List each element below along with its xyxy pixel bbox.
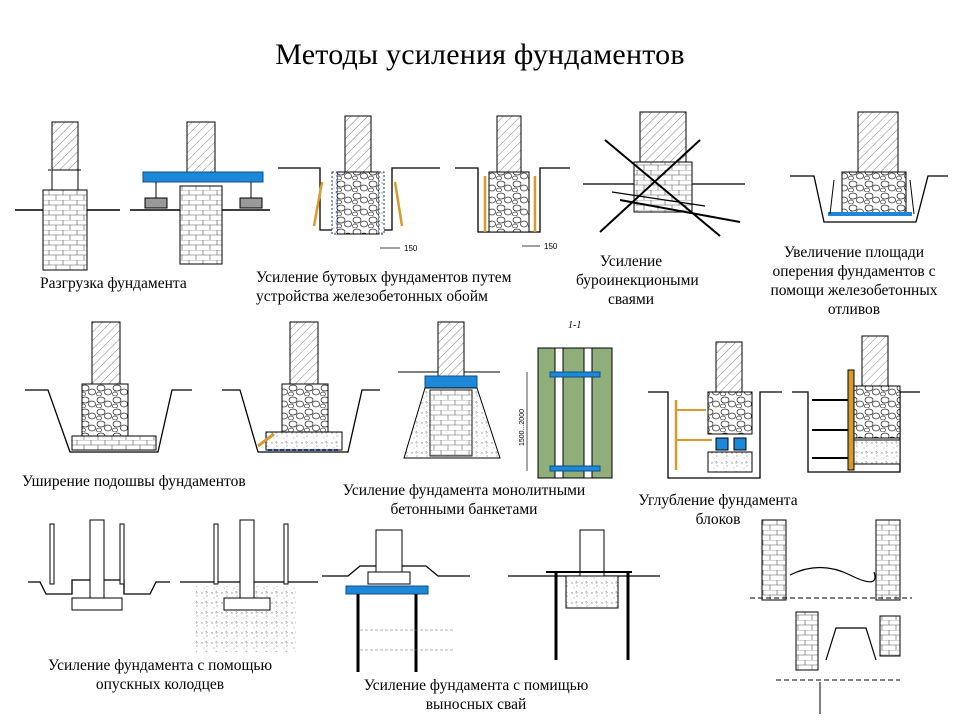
caption-rubble-line1: Усиление бутовых фундаментов путем xyxy=(256,269,512,286)
caption-injection: Усиление буроинекциоными сваями xyxy=(576,252,699,309)
caption-unloading: Разгрузка фундамента xyxy=(40,275,187,292)
drawing-remote-piles xyxy=(322,529,660,672)
caption-area-line1: Увеличение площади xyxy=(783,244,925,261)
drawing-section-1-1: 1-1 1500...2000 xyxy=(519,320,613,479)
drawing-area-increase xyxy=(790,111,948,223)
caption-deepening-line1: Углубление фундамента xyxy=(638,492,798,509)
drawing-deepening xyxy=(648,335,920,479)
drawing-injection-piles xyxy=(583,111,745,237)
caption-area: Увеличение площади оперения фундаментов … xyxy=(752,243,956,319)
drawing-sole-widening xyxy=(25,321,380,453)
caption-rubble: Усиление бутовых фундаментов путем устро… xyxy=(256,268,511,306)
caption-banquet: Усиление фундамента монолитными бетонным… xyxy=(316,481,612,519)
caption-injection-line1: Усиление xyxy=(599,253,663,270)
caption-area-line2: оперения фундаментов с xyxy=(772,263,936,280)
caption-banquet-line1: Усиление фундамента монолитными xyxy=(342,482,586,499)
drawing-caisson-wells xyxy=(28,519,318,652)
drawing-banquets xyxy=(398,321,501,459)
section-label: 1-1 xyxy=(568,320,581,331)
drawing-brick-sketches xyxy=(750,519,912,714)
dim-150-a: 150 xyxy=(404,244,418,253)
dim-height: 1500...2000 xyxy=(519,409,526,446)
caption-deepening: Углубление фундамента блоков xyxy=(618,491,818,529)
caption-rubble-line2: устройства железобетонных обойм xyxy=(256,288,488,305)
caption-piles: Усиление фундамента с помищью выносных с… xyxy=(340,676,612,714)
caption-banquet-line2: бетонными банкетами xyxy=(390,501,538,518)
caption-injection-line3: сваями xyxy=(607,291,655,308)
dim-150-b: 150 xyxy=(544,242,558,251)
caption-wells-line1: Усиление фундамента с помощью xyxy=(47,657,273,674)
page-title: Методы усиления фундаментов xyxy=(275,38,685,71)
caption-injection-line2: буроинекциоными xyxy=(576,272,699,289)
caption-piles-line2: выносных свай xyxy=(425,696,527,713)
caption-area-line4: отливов xyxy=(827,301,881,318)
caption-deepening-line2: блоков xyxy=(695,511,741,528)
caption-piles-line1: Усиление фундамента с помищью xyxy=(363,677,589,694)
drawing-rubble-jacket: 150 150 xyxy=(278,115,570,253)
caption-wells: Усиление фундамента с помощью опускных к… xyxy=(24,656,296,694)
caption-widening: Уширение подошвы фундаментов xyxy=(22,473,246,490)
caption-wells-line2: опускных колодцев xyxy=(95,676,225,693)
caption-area-line3: помощи железобетонных xyxy=(770,282,938,299)
drawing-unloading xyxy=(15,121,270,271)
